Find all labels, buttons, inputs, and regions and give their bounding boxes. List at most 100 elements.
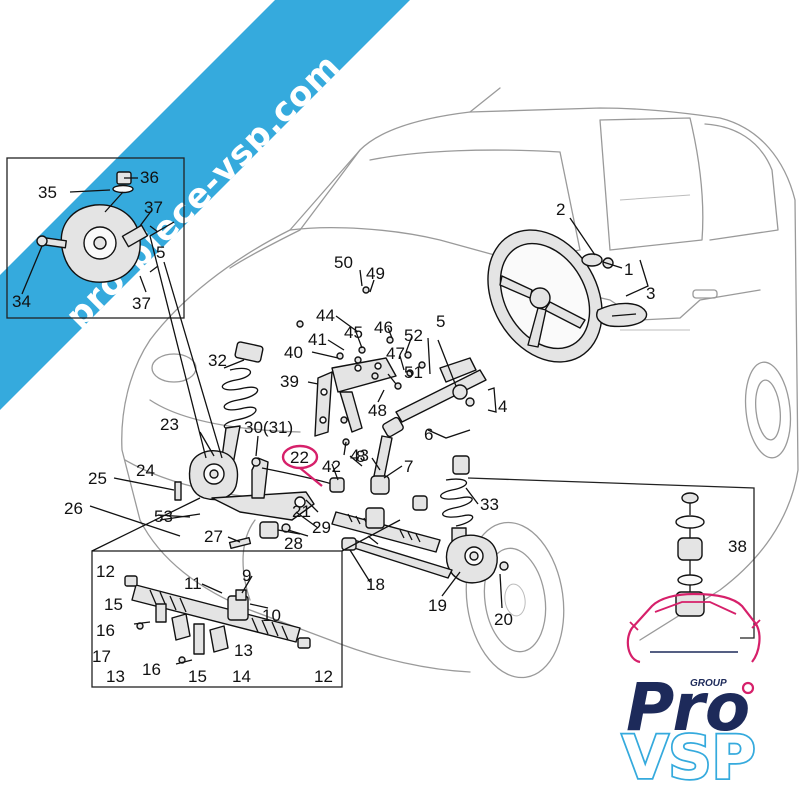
callout-20: 20 (494, 610, 513, 629)
callout-10: 10 (262, 606, 281, 625)
callout-28: 28 (284, 534, 303, 553)
strut-mount-detail (467, 477, 755, 639)
clamp-13b (209, 625, 229, 653)
stabilizer-bar (261, 467, 333, 485)
callout-23: 23 (160, 415, 179, 434)
strut-33 (440, 455, 474, 549)
callout-30-31: 30(31) (244, 418, 293, 437)
strut-mount-stack (675, 492, 705, 617)
callout-13b: 13 (106, 667, 125, 686)
callout-12b: 12 (314, 667, 333, 686)
bolt-24 (174, 481, 182, 501)
callout-labels: 1 2 3 4 5 6 7 8 9 10 11 12 12 13 13 14 1… (12, 168, 747, 686)
callout-5b: 5 (156, 243, 165, 262)
callout-39: 39 (280, 372, 299, 391)
callout-45: 45 (344, 323, 363, 342)
joint-7 (370, 475, 390, 495)
callout-21: 21 (292, 502, 311, 521)
hub-knuckle-right (445, 534, 498, 584)
callout-37b: 37 (132, 294, 151, 313)
callout-4: 4 (498, 397, 507, 416)
steering-wheel-1 (487, 229, 603, 363)
logo-pro-text: Pro (626, 669, 750, 746)
lower-arm-21 (211, 491, 315, 521)
callout-48: 48 (368, 401, 387, 420)
car-outline (121, 87, 799, 679)
callout-26: 26 (64, 499, 83, 518)
callout-24: 24 (136, 461, 155, 480)
callout-27: 27 (204, 527, 223, 546)
tie-rod-end-12b (297, 637, 311, 649)
callout-11: 11 (184, 574, 202, 593)
callout-3: 3 (646, 284, 655, 303)
callout-12a: 12 (96, 562, 115, 581)
callout-17: 17 (92, 647, 111, 666)
leader-lines (21, 177, 649, 609)
callout-51: 51 (404, 363, 423, 382)
column-bracket-39 (314, 371, 333, 437)
callout-49: 49 (366, 264, 385, 283)
washer-35 (112, 184, 134, 194)
callout-46: 46 (374, 318, 393, 337)
bracket-14 (193, 623, 205, 655)
callout-9: 9 (242, 566, 251, 585)
tie-rod-end-12a (124, 575, 138, 587)
nut-20 (499, 561, 509, 571)
callout-33: 33 (480, 495, 499, 514)
bolt-27 (228, 536, 252, 550)
provsp-logo: GROUP Pro VSP (620, 592, 761, 795)
callout-7: 7 (404, 457, 413, 476)
callout-50: 50 (334, 253, 353, 272)
arm-18 (341, 537, 453, 579)
rack-detail-box (91, 497, 401, 688)
hub-knuckle-23 (188, 450, 239, 501)
callout-35: 35 (38, 183, 57, 202)
callout-16a: 16 (96, 621, 115, 640)
callout-44: 44 (316, 306, 335, 325)
callout-22: 22 (290, 448, 309, 467)
logo-hex-dot (741, 681, 755, 695)
callout-38: 38 (728, 537, 747, 556)
steering-rack-car (331, 507, 441, 553)
callout-16b: 16 (142, 660, 161, 679)
callout-1: 1 (624, 260, 633, 279)
logo-car-outline (626, 592, 761, 695)
callout-41: 41 (308, 330, 327, 349)
clamp-13a (171, 613, 191, 641)
steering-column-cover-3 (596, 302, 648, 328)
callout-37a: 37 (144, 198, 163, 217)
mount-bushing (412, 495, 428, 511)
coil-spring-32 (219, 341, 264, 473)
callout-42: 42 (322, 457, 341, 476)
universal-joint-6 (382, 416, 404, 438)
logo-vsp-text: VSP (622, 723, 756, 793)
callout-2: 2 (556, 200, 565, 219)
callout-18: 18 (366, 575, 385, 594)
callout-19: 19 (428, 596, 447, 615)
rack-housing (131, 584, 301, 643)
steering-box-housing (60, 204, 149, 283)
callout-29: 29 (312, 518, 331, 537)
bracket-17 (155, 603, 167, 623)
callout-8: 8 (356, 447, 365, 466)
callout-32: 32 (208, 351, 227, 370)
logo-group-text: GROUP (690, 678, 727, 689)
column-shaft (395, 357, 487, 423)
callout-15a: 15 (104, 595, 123, 614)
callout-53: 53 (154, 507, 173, 526)
callout-6: 6 (424, 425, 433, 444)
highlight-ring-22 (281, 444, 323, 487)
column-support-bracket (331, 357, 397, 433)
callout-47: 47 (386, 344, 405, 363)
steering-box-detail-inset (6, 157, 185, 319)
callout-52: 52 (404, 326, 423, 345)
callout-5: 5 (436, 312, 445, 331)
callout-13a: 13 (234, 641, 253, 660)
intermediate-shaft-8 (373, 435, 393, 479)
bushing-22 (329, 477, 345, 493)
callout-34: 34 (12, 292, 31, 311)
callout-14: 14 (232, 667, 251, 686)
callout-36: 36 (140, 168, 159, 187)
